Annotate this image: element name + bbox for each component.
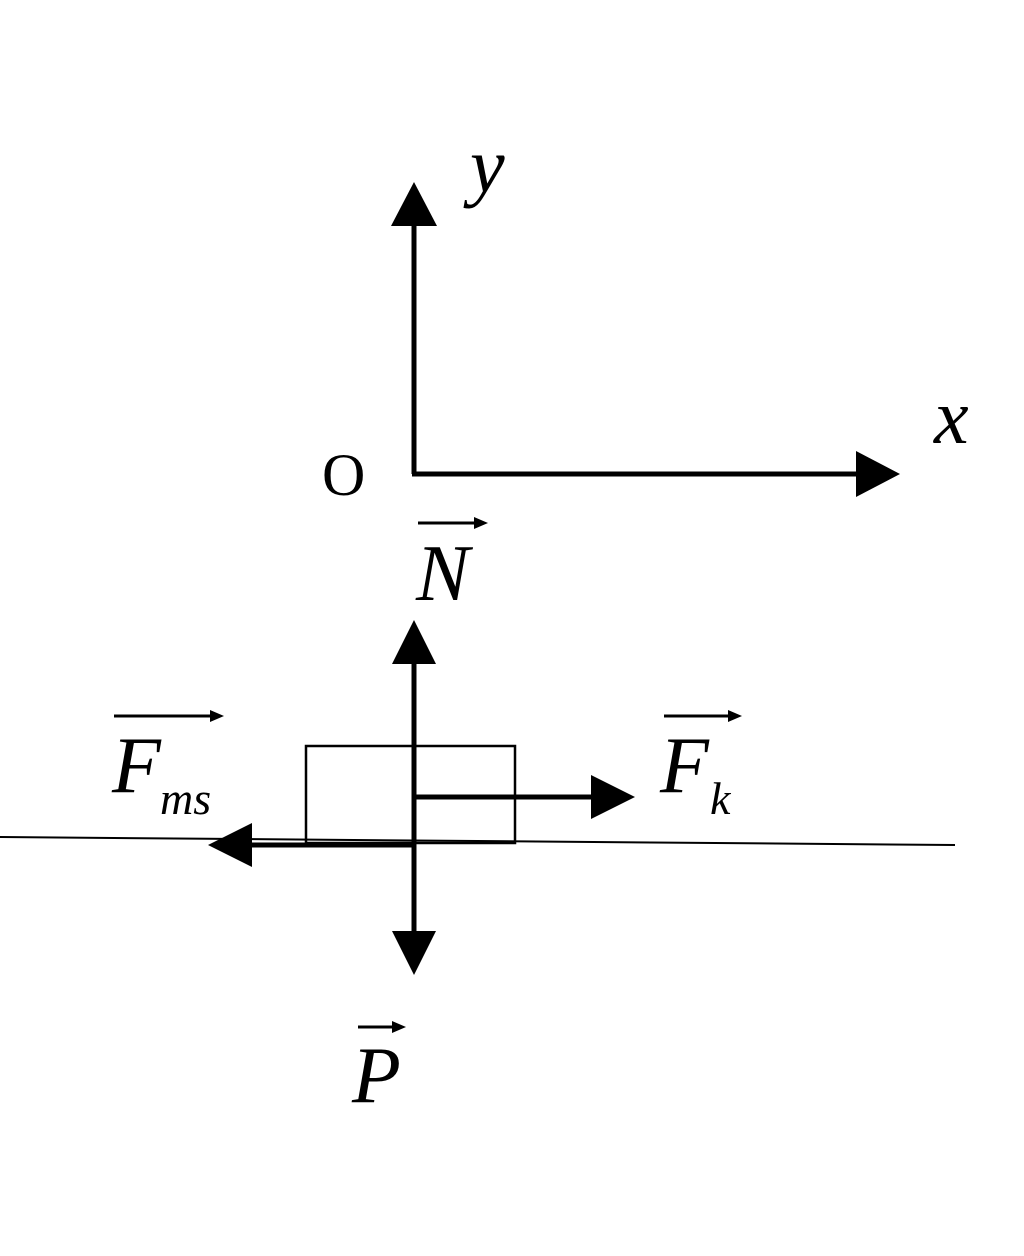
friction-force-arrowhead <box>208 823 252 867</box>
vector-bar-arrowhead <box>210 710 224 722</box>
traction-force-symbol: F <box>659 722 710 810</box>
weight-label: P <box>351 1021 406 1120</box>
normal-force-symbol: N <box>415 530 474 618</box>
x-axis-arrowhead <box>856 451 900 497</box>
y-axis-arrowhead <box>391 182 437 226</box>
traction-force-label: F k <box>659 710 742 824</box>
vector-bar-arrowhead <box>728 710 742 722</box>
y-axis-label: y <box>463 122 505 209</box>
normal-force-label: N <box>415 517 488 618</box>
vector-bar-arrowhead <box>474 517 488 529</box>
friction-force-label: F ms <box>111 710 224 824</box>
friction-force-subscript: ms <box>160 773 211 824</box>
weight-symbol: P <box>351 1032 401 1120</box>
x-axis-label: x <box>933 373 969 460</box>
vector-bar-arrowhead <box>392 1021 406 1033</box>
traction-force-arrowhead <box>591 775 635 819</box>
weight-vector <box>392 845 436 975</box>
friction-force-symbol: F <box>111 722 162 810</box>
origin-label: O <box>322 442 365 508</box>
traction-force-vector <box>414 775 635 819</box>
friction-force-vector <box>208 823 414 867</box>
normal-force-arrowhead <box>392 620 436 664</box>
coordinate-axes: y x O <box>322 122 969 508</box>
ground-line <box>0 836 956 846</box>
traction-force-subscript: k <box>710 773 732 824</box>
normal-force-vector <box>392 620 436 845</box>
weight-arrowhead <box>392 931 436 975</box>
